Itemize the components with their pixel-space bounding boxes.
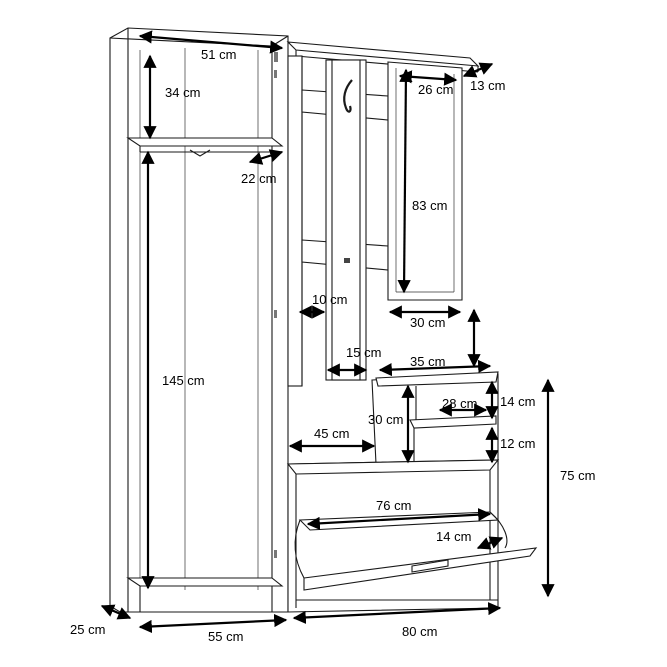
arrow-mirror-height [397,68,413,294]
arrow-flap-width [306,508,492,530]
arrow-left-depth [100,604,132,620]
label-shelf-height: 30 cm [368,412,403,427]
label-shelf-width: 35 cm [410,354,445,369]
label-right-base-width: 80 cm [402,624,437,639]
label-shelf-top-gap: 14 cm [500,394,535,409]
label-left-tall-height: 145 cm [162,373,205,388]
label-mirror-width: 26 cm [418,82,453,97]
dimension-arrows [100,30,555,634]
hook-panel [287,55,389,387]
label-left-base-width: 55 cm [208,629,243,644]
label-top-depth: 13 cm [470,78,505,93]
arrow-top-depth [462,62,494,78]
label-panel-width: 15 cm [346,345,381,360]
label-shelf-bottom-gap: 12 cm [500,436,535,451]
mirror-panel [387,61,463,301]
left-wardrobe [109,27,289,613]
shoe-cabinet [286,459,538,613]
arrow-flap-depth [476,536,504,550]
label-shelf-inner: 28 cm [442,396,477,411]
label-left-depth: 25 cm [70,622,105,637]
label-flap-width: 76 cm [376,498,411,513]
label-mirror-height: 83 cm [412,198,447,213]
label-mirror-bottom: 30 cm [410,315,445,330]
label-left-width: 51 cm [201,47,236,62]
label-flap-depth: 14 cm [436,529,471,544]
dimension-labels: 51 cm 34 cm 22 cm 145 cm 25 cm 55 cm 26 … [70,47,595,644]
label-hook-strip: 10 cm [312,292,347,307]
arrow-shelf-width [378,359,492,377]
label-rail-depth: 22 cm [241,171,276,186]
label-cabinet-height: 75 cm [560,468,595,483]
arrow-left-width [138,30,284,54]
arrow-rail-depth [248,149,284,165]
label-left-top-height: 34 cm [165,85,200,100]
arrow-left-base-width [138,613,288,634]
arrow-right-base-width [292,601,502,625]
label-bench-width: 45 cm [314,426,349,441]
